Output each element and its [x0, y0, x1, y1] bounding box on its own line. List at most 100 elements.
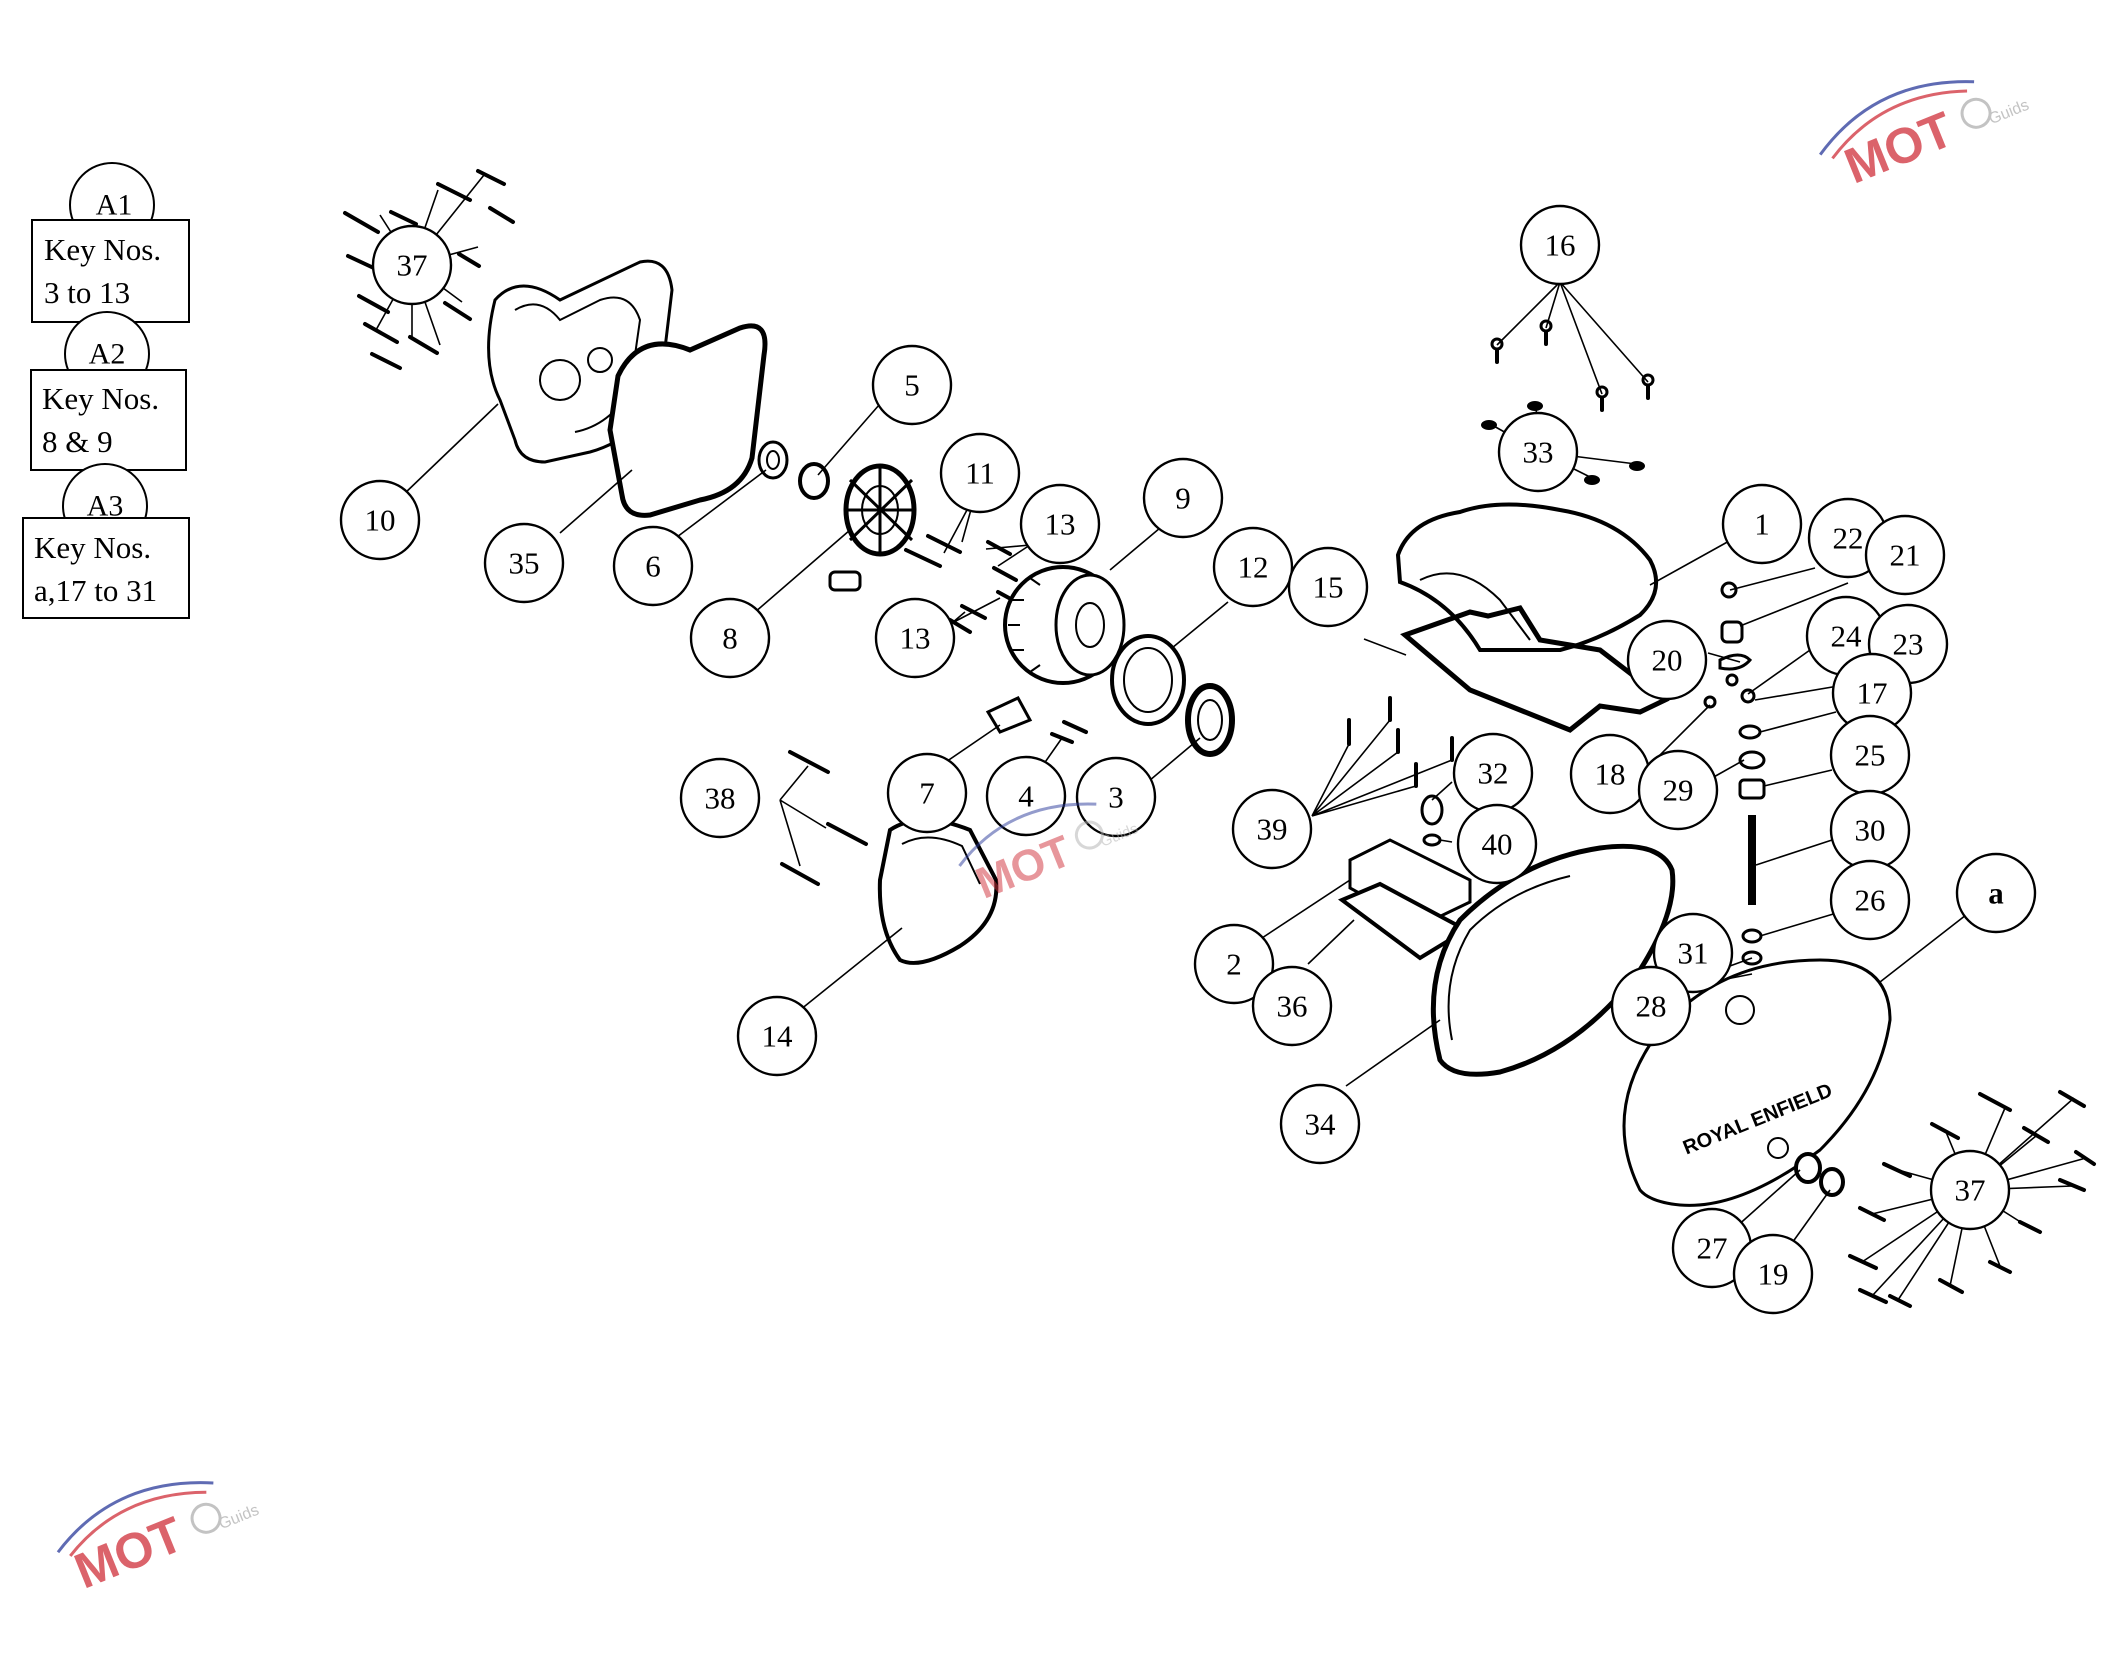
- svg-text:16: 16: [1545, 228, 1576, 263]
- callout-32: 32: [1452, 732, 1534, 814]
- callout-26: 26: [1829, 859, 1911, 941]
- oil-seal-6: [757, 440, 789, 480]
- callout-20: 20: [1626, 619, 1708, 701]
- svg-text:4: 4: [1018, 779, 1034, 814]
- svg-text:29: 29: [1663, 773, 1694, 808]
- callout-9: 9: [1142, 457, 1224, 539]
- callout-33: 33: [1497, 411, 1579, 493]
- svg-text:22: 22: [1833, 521, 1864, 556]
- callout-39: 39: [1231, 788, 1313, 870]
- callout-29: 29: [1637, 749, 1719, 831]
- callout-4: 4: [985, 755, 1067, 837]
- callout-13-top: 13: [1019, 483, 1101, 565]
- callout-35: 35: [483, 522, 565, 604]
- svg-text:11: 11: [965, 456, 995, 491]
- svg-text:10: 10: [365, 503, 396, 538]
- svg-text:12: 12: [1238, 550, 1269, 585]
- screws-38: [780, 750, 868, 886]
- clamp-7: [985, 696, 1033, 734]
- callout-28: 28: [1610, 965, 1692, 1047]
- legend-line: a,17 to 31: [34, 573, 157, 608]
- callout-11: 11: [939, 432, 1021, 514]
- svg-text:32: 32: [1478, 756, 1509, 791]
- small-parts-column: [1703, 581, 1766, 980]
- callout-3: 3: [1075, 756, 1157, 838]
- legend-tag: A3: [87, 490, 124, 523]
- clutch-cover-a: ROYAL ENFIELD: [1622, 958, 1892, 1207]
- callout-1: 1: [1721, 483, 1803, 565]
- callout-2: 2: [1193, 923, 1275, 1005]
- legend-line: 3 to 13: [44, 275, 130, 310]
- watermark-brand: MOT: [67, 1506, 191, 1600]
- callout-17: 17: [1831, 652, 1913, 734]
- svg-text:25: 25: [1855, 738, 1886, 773]
- callout-15: 15: [1287, 546, 1369, 628]
- svg-text:17: 17: [1857, 676, 1888, 711]
- callout-6: 6: [612, 525, 694, 607]
- cover-gasket: [607, 323, 768, 518]
- callout-27: 27: [1671, 1207, 1753, 1289]
- svg-text:24: 24: [1831, 619, 1863, 654]
- svg-text:5: 5: [904, 368, 920, 403]
- rocker-cover-1: [1395, 502, 1658, 652]
- callout-8: 8: [689, 597, 771, 679]
- bolts-16: [1490, 319, 1655, 412]
- legend-item-a1: A1 Key Nos. 3 to 13: [31, 162, 190, 323]
- svg-text:a: a: [1988, 876, 2004, 911]
- callout-31: 31: [1652, 912, 1734, 994]
- svg-text:14: 14: [762, 1019, 794, 1054]
- watermark-sub: Guids: [216, 1502, 261, 1533]
- svg-text:8: 8: [722, 621, 738, 656]
- svg-text:2: 2: [1226, 947, 1242, 982]
- callout-40: 40: [1456, 803, 1538, 885]
- watermark-brand: MOT: [1837, 101, 1961, 195]
- svg-text:9: 9: [1175, 481, 1191, 516]
- plug-32-washer-40: [1420, 794, 1444, 847]
- parts: ROYAL ENFIELD: [343, 169, 2096, 1308]
- svg-text:31: 31: [1678, 936, 1709, 971]
- svg-text:39: 39: [1257, 812, 1288, 847]
- callout-25: 25: [1829, 714, 1911, 796]
- callout-34: 34: [1279, 1083, 1361, 1165]
- grommets-33: [1481, 401, 1645, 485]
- callout-12: 12: [1212, 526, 1294, 608]
- seal-3: [1185, 683, 1235, 757]
- legend-line: Key Nos.: [42, 381, 159, 416]
- callout-16: 16: [1519, 204, 1601, 286]
- seal-27: [1794, 1152, 1822, 1184]
- svg-text:15: 15: [1313, 570, 1344, 605]
- legend-line: Key Nos.: [34, 530, 151, 565]
- bolts-39: [1347, 696, 1454, 788]
- callout-7: 7: [886, 752, 968, 834]
- svg-text:20: 20: [1652, 643, 1683, 678]
- callout-18: 18: [1569, 733, 1651, 815]
- legend: A1 Key Nos. 3 to 13 A2 Key Nos. 8 & 9 A3…: [22, 162, 190, 619]
- stator: [828, 463, 917, 592]
- svg-text:36: 36: [1277, 989, 1308, 1024]
- svg-text:34: 34: [1305, 1107, 1337, 1142]
- svg-text:37: 37: [1955, 1173, 1986, 1208]
- plate-2: [1348, 838, 1472, 928]
- svg-text:33: 33: [1523, 435, 1554, 470]
- watermark-top-right: MOT Guids: [1819, 80, 2032, 195]
- callout-38: 38: [679, 757, 761, 839]
- bolt-set-37-left: [343, 169, 515, 370]
- callout-13-bottom: 13: [874, 597, 956, 679]
- legend-item-a3: A3 Key Nos. a,17 to 31: [22, 463, 190, 619]
- watermark-bottom-left: MOT Guids: [56, 1481, 262, 1600]
- svg-text:18: 18: [1595, 757, 1626, 792]
- callout-36: 36: [1251, 965, 1333, 1047]
- svg-text:19: 19: [1758, 1257, 1789, 1292]
- svg-text:37: 37: [397, 248, 428, 283]
- svg-text:38: 38: [705, 781, 736, 816]
- rotor: [1003, 565, 1126, 685]
- small-cover-14: [877, 818, 999, 965]
- svg-text:13: 13: [1045, 507, 1076, 542]
- legend-item-a2: A2 Key Nos. 8 & 9: [30, 311, 187, 471]
- legend-tag: A1: [96, 189, 133, 222]
- screws-4: [1050, 720, 1088, 744]
- svg-text:1: 1: [1754, 507, 1770, 542]
- svg-text:30: 30: [1855, 813, 1886, 848]
- callout-21: 21: [1864, 514, 1946, 596]
